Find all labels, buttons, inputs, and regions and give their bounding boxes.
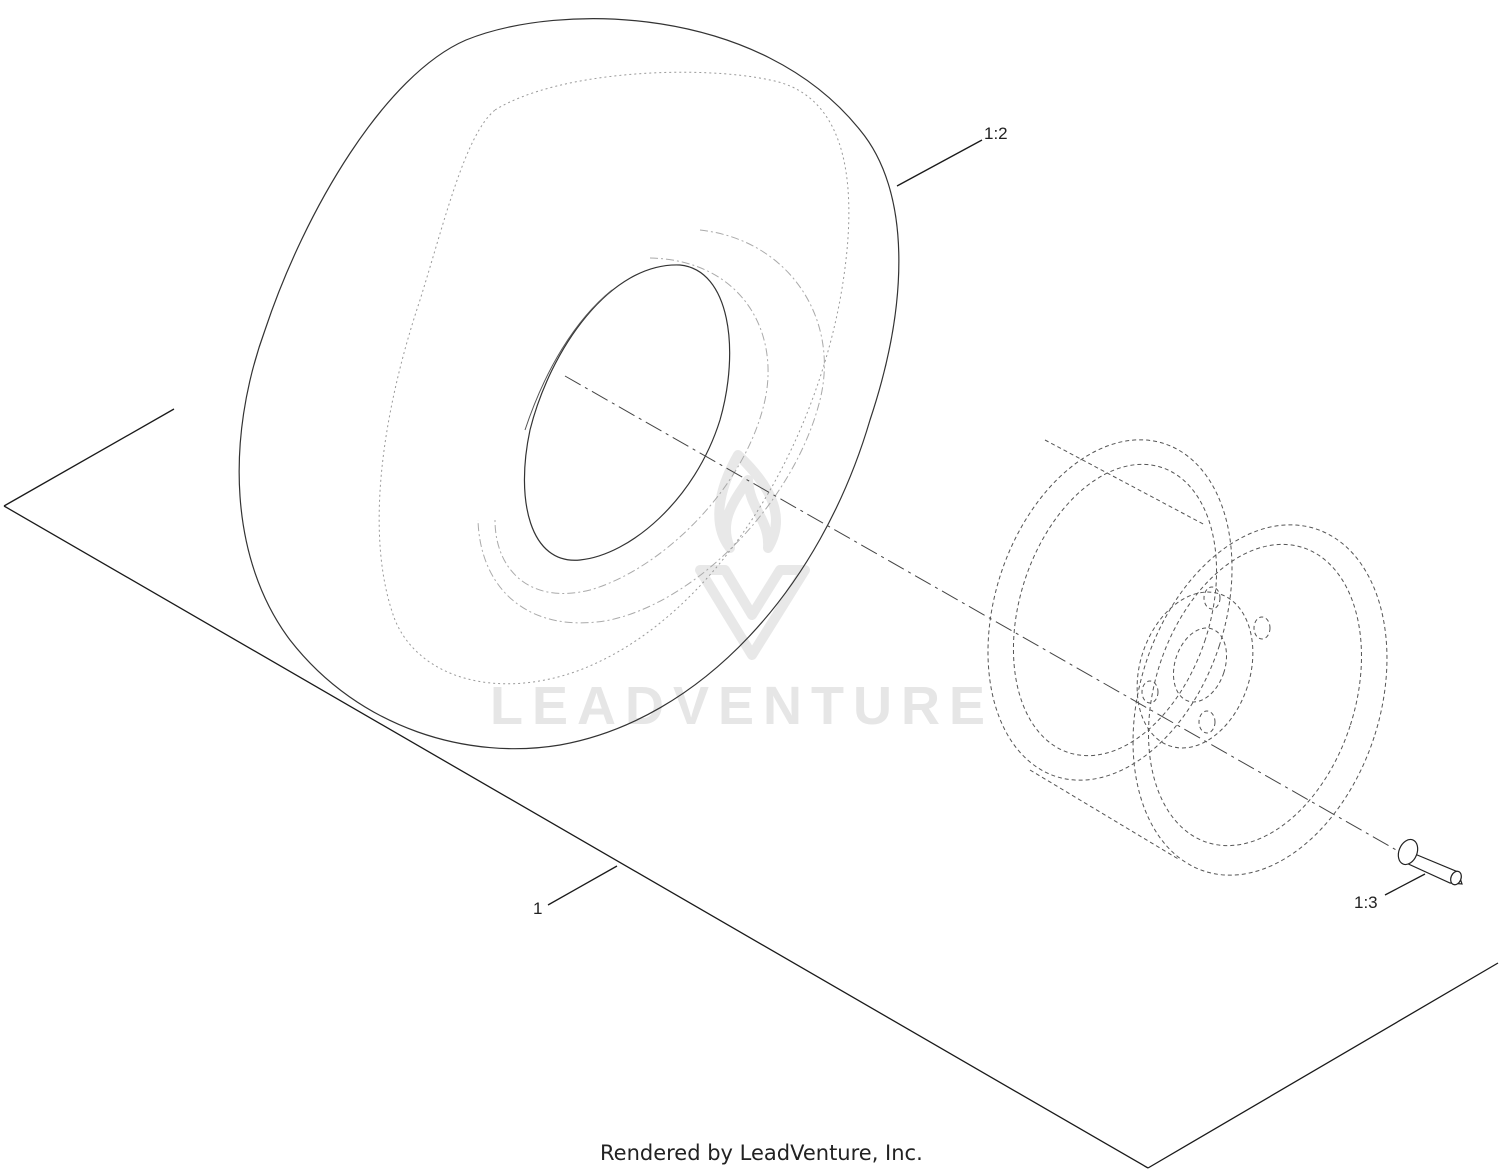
callout-tire: 1:2 <box>984 124 1008 143</box>
leader-line-assembly <box>547 865 618 906</box>
tire-inner-opening <box>523 264 731 561</box>
ground-plane <box>3 408 1499 1169</box>
tire-outline <box>238 18 900 750</box>
callout-assembly: 1 <box>533 899 542 918</box>
rim-front-flange <box>1132 524 1388 876</box>
rim-hub-disc <box>1136 591 1254 749</box>
rim <box>987 439 1388 876</box>
rim-bolt-hole <box>1141 680 1159 704</box>
rim-back-inner <box>1012 463 1218 757</box>
watermark-text: LEADVENTURE <box>490 676 994 736</box>
rim-back-flange <box>987 439 1233 781</box>
footer-credit: Rendered by LeadVenture, Inc. <box>600 1141 923 1165</box>
valve-stem <box>1397 838 1463 886</box>
axis-centerline <box>564 375 1406 856</box>
tire-sidewall <box>378 71 850 685</box>
valve-stem-base <box>1397 838 1419 866</box>
rim-front-inner <box>1148 543 1362 847</box>
rim-center-bore <box>1172 627 1228 703</box>
tire-tread-line <box>477 229 825 624</box>
tire <box>238 18 900 750</box>
rim-bolt-hole <box>1198 710 1216 734</box>
watermark-flame-icon <box>695 450 810 660</box>
watermark: LEADVENTURE <box>490 450 994 736</box>
valve-stem-cap <box>1450 870 1462 886</box>
tire-inner-wall <box>524 289 613 431</box>
rim-bolt-hole <box>1253 616 1271 640</box>
callout-valve-stem: 1:3 <box>1354 893 1378 912</box>
leader-lines <box>547 139 1426 906</box>
leader-line-tire <box>896 139 983 187</box>
leader-line-valve-stem <box>1384 873 1426 896</box>
rim-bolt-hole <box>1203 586 1221 610</box>
